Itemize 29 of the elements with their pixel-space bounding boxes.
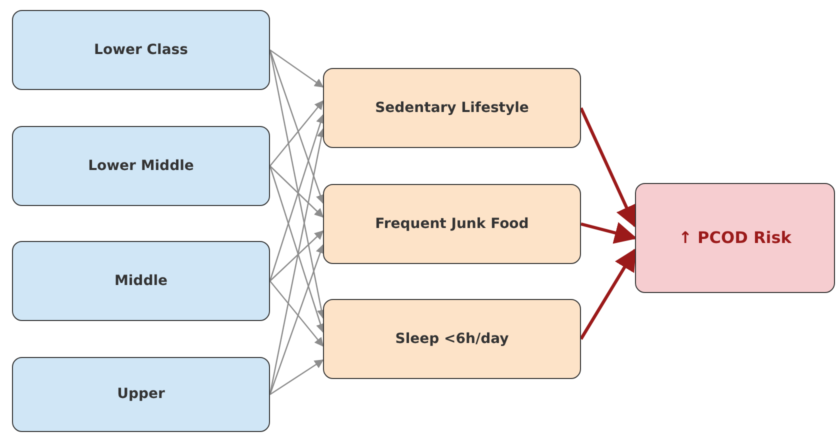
node-label: Sedentary Lifestyle — [375, 98, 529, 118]
node-label: Sleep <6h/day — [395, 330, 509, 348]
lifestyle-factor-box — [323, 299, 581, 379]
arrow — [269, 114, 325, 282]
arrow — [580, 222, 638, 244]
income-group-box — [12, 241, 270, 321]
lifestyle-factor-box — [323, 184, 581, 264]
arrow — [270, 280, 324, 347]
arrow — [270, 166, 324, 218]
node-label: Upper — [117, 385, 165, 404]
arrow — [270, 100, 324, 166]
lifestyle-factor-box — [323, 68, 581, 148]
income-group-box — [12, 126, 270, 206]
node-label: Middle — [114, 272, 168, 290]
node-label: Frequent Junk Food — [375, 214, 529, 234]
arrow — [269, 244, 325, 395]
income-group-box — [12, 10, 270, 90]
arrow — [270, 359, 324, 396]
arrow — [580, 248, 636, 340]
income-group-box — [12, 357, 270, 432]
node-label: Lower Class — [94, 40, 188, 60]
node-label: ↑ PCOD Risk — [678, 227, 792, 249]
arrow — [269, 166, 325, 333]
outcome-box — [635, 183, 835, 293]
arrow — [580, 107, 637, 228]
arrow — [270, 49, 324, 88]
node-label: Lower Middle — [88, 156, 194, 176]
arrow — [269, 50, 325, 204]
arrow — [270, 230, 324, 282]
